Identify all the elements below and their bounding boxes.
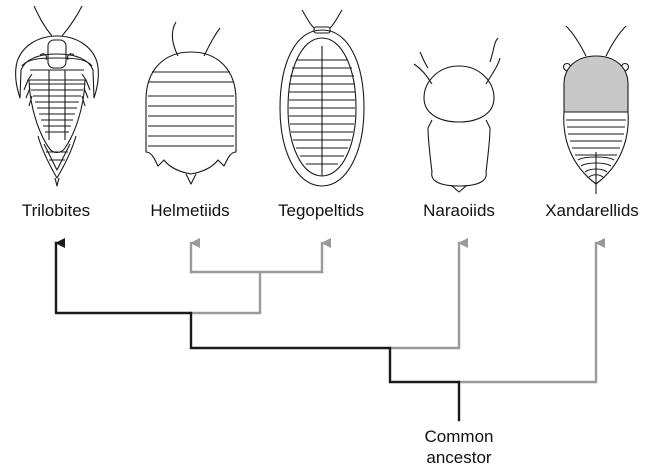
xandarellid-icon — [564, 26, 629, 194]
label-helmetiids: Helmetiids — [150, 201, 229, 221]
tree-branches — [56, 243, 596, 420]
branch-xandarellids — [459, 243, 596, 382]
naraoiid-icon — [414, 38, 500, 192]
branch-naraoiids — [390, 243, 459, 348]
label-tegopeltids: Tegopeltids — [278, 201, 364, 221]
label-common-ancestor: Common ancestor — [425, 426, 494, 468]
trilobite-icon — [16, 6, 99, 186]
label-trilobites: Trilobites — [22, 201, 90, 221]
branch-helmet-tego-join — [191, 272, 322, 313]
helmetiid-icon — [146, 22, 236, 184]
root-label-line1: Common — [425, 426, 494, 447]
label-naraoiids: Naraoiids — [423, 201, 495, 221]
branch-trilobites — [56, 243, 459, 420]
tegopeltid-icon — [280, 10, 364, 186]
label-xandarellids: Xandarellids — [545, 201, 639, 221]
root-label-line2: ancestor — [425, 447, 494, 468]
